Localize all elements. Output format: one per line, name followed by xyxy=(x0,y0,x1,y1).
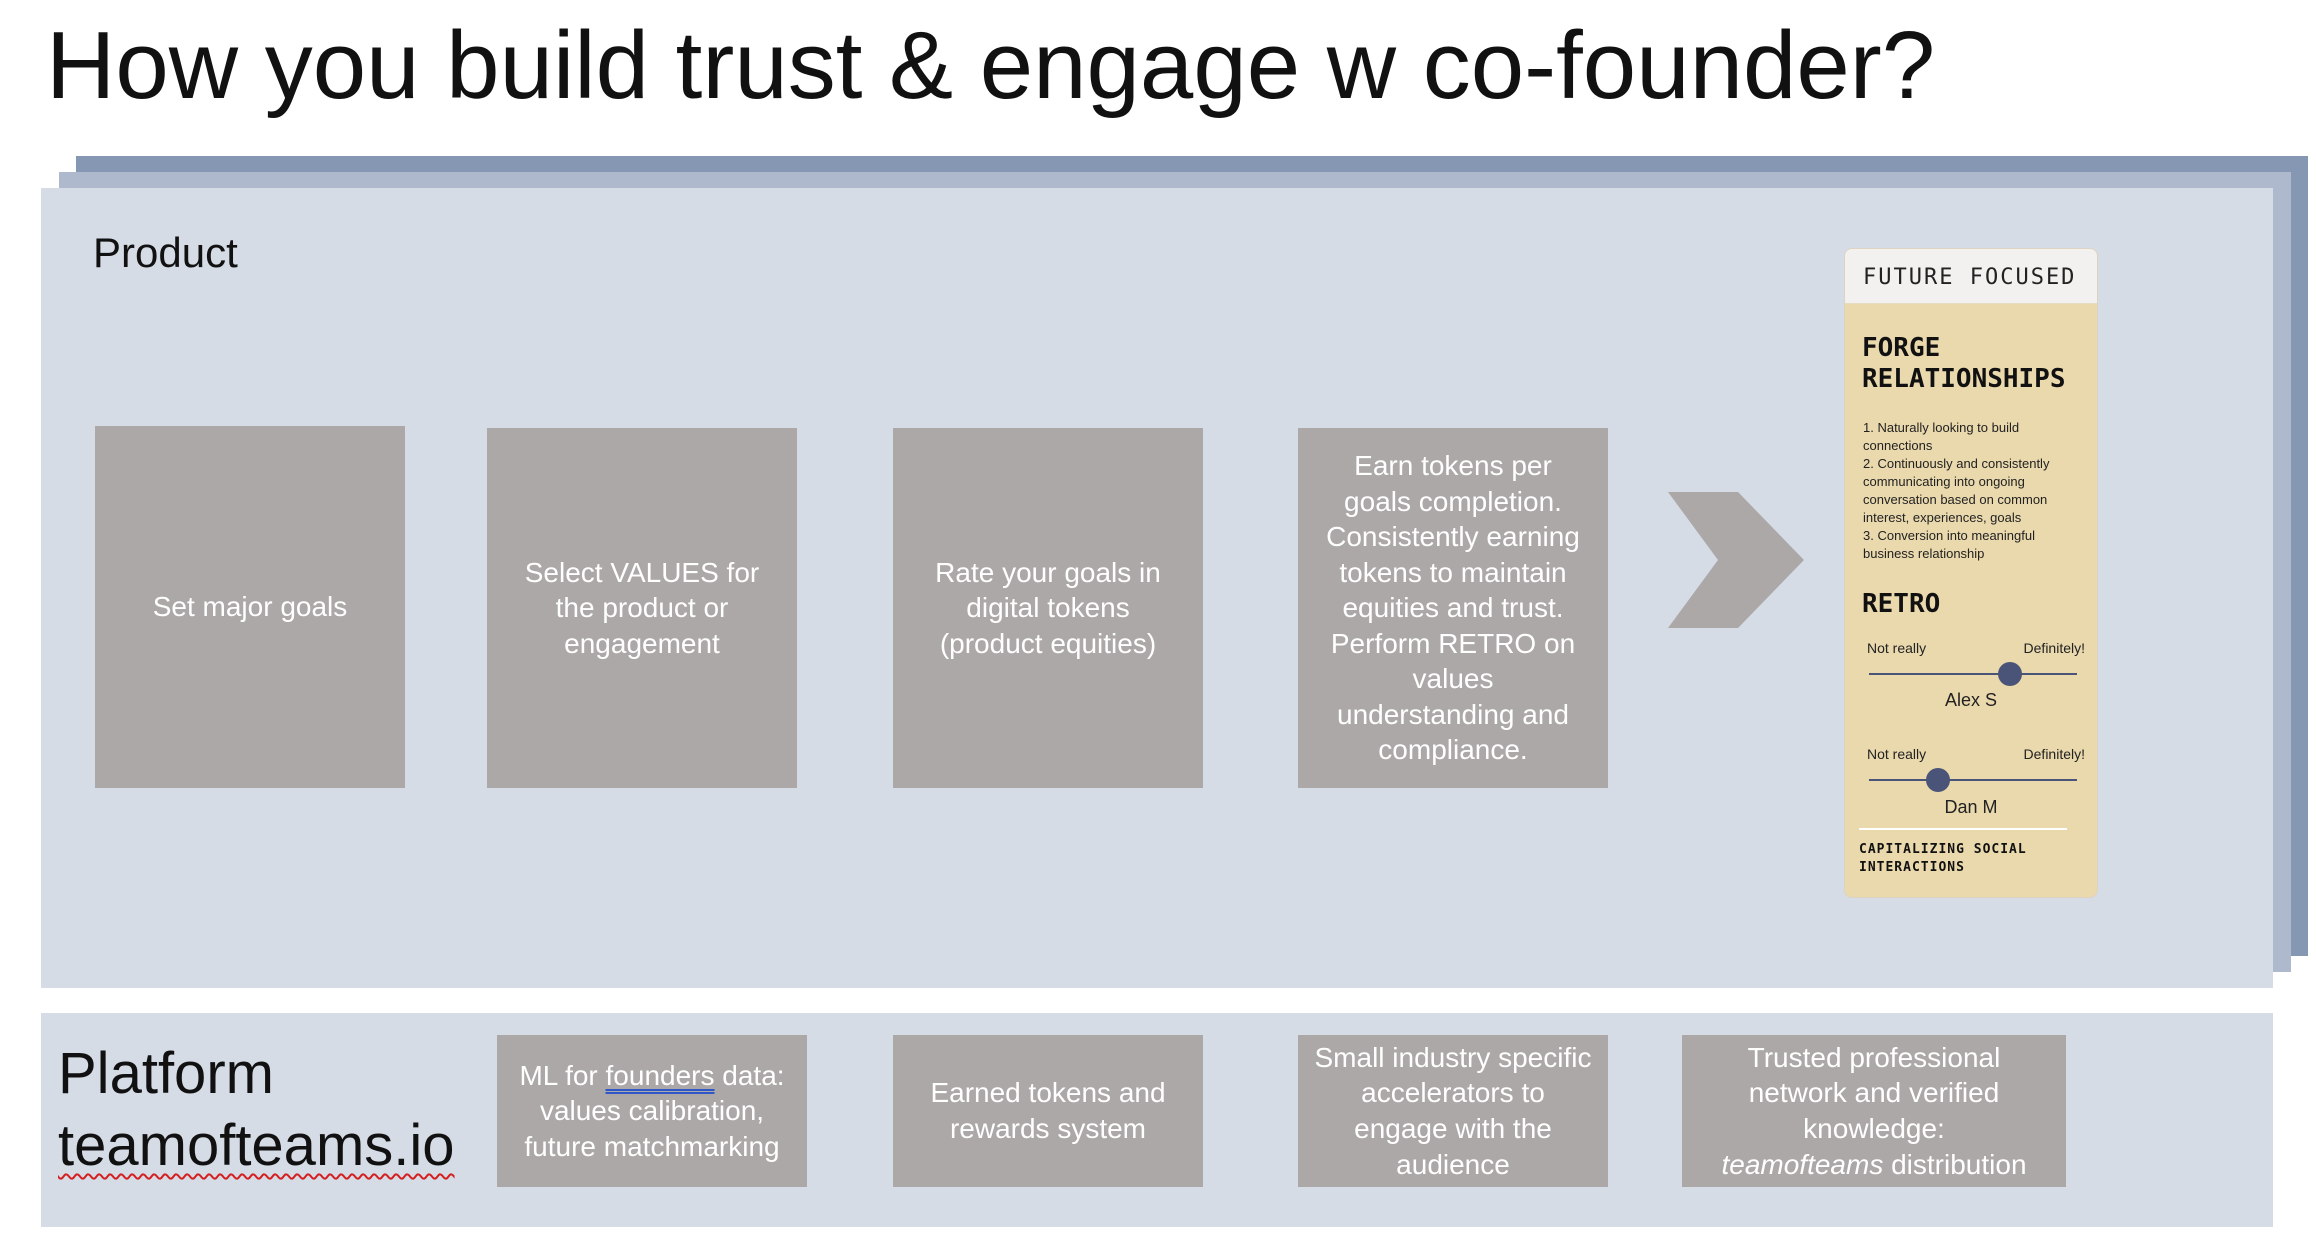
page-title: How you build trust & engage w co-founde… xyxy=(46,12,1936,119)
chevron-right-icon xyxy=(1668,492,1804,628)
card-list-item: 3. Conversion into meaningful business r… xyxy=(1863,528,2035,561)
platform-box-network: Trusted professional network and verifie… xyxy=(1682,1035,2066,1187)
slider-track[interactable] xyxy=(1869,779,2077,781)
card-header-label: FUTURE FOCUSED xyxy=(1863,265,2077,290)
slider-min-label: Not really xyxy=(1867,640,1927,656)
card-list: 1. Naturally looking to build connection… xyxy=(1863,419,2085,563)
platform-label: Platform xyxy=(58,1041,274,1106)
platform-box-text: ML for founders data: values calibration… xyxy=(519,1059,785,1162)
future-focused-card: FUTURE FOCUSED FORGE RELATIONSHIPS 1. Na… xyxy=(1844,248,2098,898)
step-set-goals: Set major goals xyxy=(95,426,405,788)
product-label: Product xyxy=(93,229,238,276)
slider-min-label: Not really xyxy=(1867,746,1927,762)
slider-track[interactable] xyxy=(1869,673,2077,675)
platform-box-ml: ML for founders data: values calibration… xyxy=(497,1035,807,1187)
step-text: Earn tokens per goals completion. Consis… xyxy=(1326,450,1580,766)
slider-person-name: Alex S xyxy=(1944,690,1998,710)
card-heading: FORGE RELATIONSHIPS xyxy=(1862,333,2066,395)
platform-site-name: teamofteams.io xyxy=(58,1113,455,1178)
step-rate-goals: Rate your goals in digital tokens (produ… xyxy=(893,428,1203,788)
step-select-values: Select VALUES for the product or engagem… xyxy=(487,428,797,788)
spellcheck-flagged-word: founders xyxy=(605,1059,715,1091)
platform-box-text: Earned tokens and rewards system xyxy=(930,1077,1166,1144)
card-footer: CAPITALIZING SOCIAL INTERACTIONS xyxy=(1859,842,2027,875)
card-divider xyxy=(1859,828,2067,830)
platform-box-accelerators: Small industry specific accelerators to … xyxy=(1298,1035,1608,1187)
card-header xyxy=(1845,249,2097,304)
platform-box-text: Trusted professional network and verifie… xyxy=(1721,1041,2027,1180)
platform-box-tokens: Earned tokens and rewards system xyxy=(893,1035,1203,1187)
step-text: Select VALUES for the product or engagem… xyxy=(524,556,760,659)
step-text: Rate your goals in digital tokens (produ… xyxy=(935,556,1161,659)
platform-box-text: Small industry specific accelerators to … xyxy=(1314,1041,1592,1180)
slider-knob[interactable] xyxy=(1925,768,1950,792)
card-list-item: 1. Naturally looking to build connection… xyxy=(1863,420,2020,453)
slider-max-label: Definitely! xyxy=(2023,746,2085,762)
slider-person-name: Dan M xyxy=(1944,797,1998,817)
step-earn-tokens: Earn tokens per goals completion. Consis… xyxy=(1298,428,1608,788)
retro-heading: RETRO xyxy=(1862,589,1941,619)
slider-knob[interactable] xyxy=(1998,662,2023,686)
step-text: Set major goals xyxy=(152,591,348,623)
brand-name: teamofteams xyxy=(1721,1148,1884,1180)
card-list-item: 2. Continuously and consistently communi… xyxy=(1863,456,2050,525)
slider-max-label: Definitely! xyxy=(2023,640,2085,656)
